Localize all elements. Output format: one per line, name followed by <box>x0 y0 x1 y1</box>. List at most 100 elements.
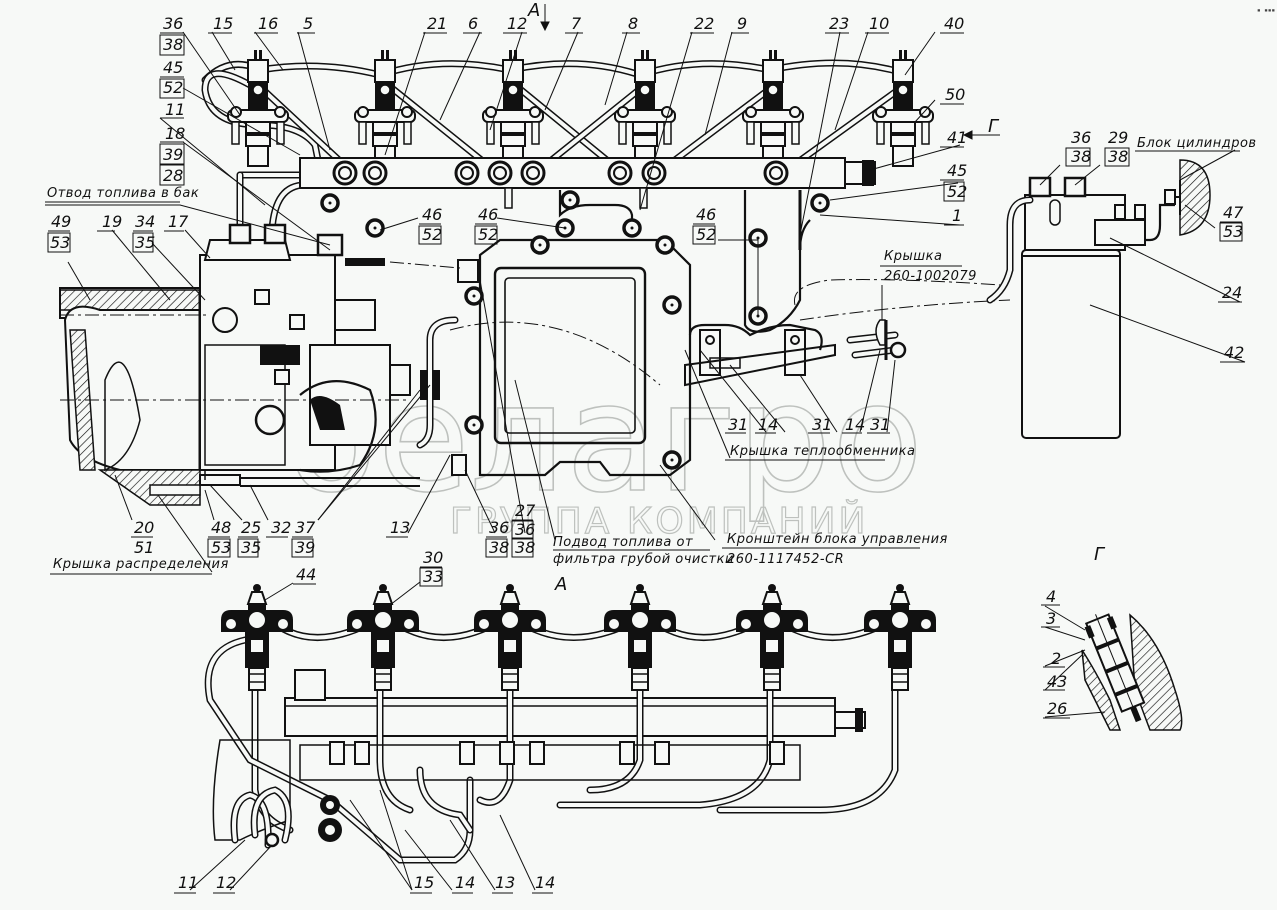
svg-text:46: 46 <box>478 205 498 224</box>
callout-23: 23 <box>825 14 849 34</box>
callout-12: 12 <box>503 14 527 34</box>
note-fuel-supply: Подвод топлива от фильтра грубой очистки <box>553 535 733 567</box>
svg-text:36: 36 <box>1071 128 1091 147</box>
svg-text:45: 45 <box>947 161 967 180</box>
svg-text:Г: Г <box>1094 544 1106 565</box>
callout-7: 7 <box>565 14 583 34</box>
svg-text:13: 13 <box>390 518 410 537</box>
svg-text:8: 8 <box>628 14 638 33</box>
callout-18-39-28: 18 39 28 <box>159 124 185 186</box>
svg-text:51: 51 <box>134 538 154 557</box>
svg-text:24: 24 <box>1222 283 1242 302</box>
svg-text:Г: Г <box>988 116 1000 137</box>
callout-44: 44 <box>293 565 316 585</box>
svg-text:33: 33 <box>423 567 443 586</box>
svg-text:31: 31 <box>870 415 890 434</box>
callout-11: 11 <box>160 100 185 119</box>
svg-text:35: 35 <box>241 538 261 557</box>
callout-43: 43 <box>1043 672 1067 691</box>
view-g-title: Г <box>1094 544 1106 565</box>
svg-text:22: 22 <box>694 14 714 33</box>
svg-text:39: 39 <box>295 538 315 557</box>
callout-10: 10 <box>865 14 889 34</box>
svg-text:49: 49 <box>51 212 71 231</box>
callout-21: 21 <box>423 14 447 34</box>
svg-text:10: 10 <box>869 14 889 33</box>
svg-text:Крышка распределения: Крышка распределения <box>53 557 229 572</box>
svg-text:2: 2 <box>1051 649 1061 668</box>
callout-36-38-right: 36 38 <box>1065 128 1091 167</box>
callout-11-b: 11 <box>174 873 198 894</box>
callout-40: 40 <box>940 14 964 34</box>
svg-text:36: 36 <box>163 14 183 33</box>
svg-text:38: 38 <box>1108 147 1128 166</box>
svg-text:18: 18 <box>165 124 185 143</box>
callout-46-52-c: 46 52 <box>692 205 716 245</box>
svg-text:52: 52 <box>947 182 967 201</box>
view-a-title: А <box>554 574 567 595</box>
callout-27-36-38: 27 36 38 <box>511 501 536 558</box>
callout-15: 15 <box>208 14 233 34</box>
corner-mark: ▪︎ ▪︎▪︎▪︎ <box>1257 7 1275 14</box>
callout-45-52-right: 45 52 <box>940 161 967 202</box>
leader-lines <box>45 4 1246 891</box>
svg-text:52: 52 <box>422 225 442 244</box>
svg-text:36: 36 <box>515 520 535 539</box>
note-ecu-bracket: Кронштейн блока управления 260-1117452-C… <box>722 532 948 567</box>
callout-26: 26 <box>1043 699 1070 719</box>
callout-48-53: 48 53 <box>207 518 231 558</box>
svg-text:Подвод топлива от: Подвод топлива от <box>553 535 693 550</box>
svg-text:17: 17 <box>168 212 189 231</box>
svg-text:38: 38 <box>489 538 509 557</box>
svg-text:47: 47 <box>1223 203 1244 222</box>
callout-31-c: 31 <box>867 415 890 434</box>
callout-14-a: 14 <box>755 415 778 434</box>
ecu-module <box>389 235 692 477</box>
svg-text:Кронштейн блока управления: Кронштейн блока управления <box>727 532 948 547</box>
callout-36-38: 36 38 <box>159 14 185 56</box>
callout-31-a: 31 <box>725 415 748 434</box>
callout-1: 1 <box>944 206 964 226</box>
callout-20-51: 20 51 <box>131 518 154 557</box>
svg-text:14: 14 <box>845 415 865 434</box>
callout-6: 6 <box>463 14 482 34</box>
svg-text:48: 48 <box>211 518 231 537</box>
heat-exchanger-bracket <box>684 279 1011 387</box>
svg-text:46: 46 <box>422 205 442 224</box>
svg-text:35: 35 <box>135 233 155 252</box>
svg-text:А: А <box>527 0 540 21</box>
svg-text:21: 21 <box>427 14 447 33</box>
callout-3: 3 <box>1041 609 1060 628</box>
svg-text:42: 42 <box>1224 343 1244 362</box>
svg-text:12: 12 <box>216 873 236 892</box>
callout-8: 8 <box>622 14 640 34</box>
svg-text:44: 44 <box>296 565 316 584</box>
fuel-rail-top <box>299 157 876 209</box>
svg-text:52: 52 <box>696 225 716 244</box>
svg-text:5: 5 <box>303 14 313 33</box>
callout-19: 19 <box>97 212 122 232</box>
callout-13: 13 <box>386 518 410 538</box>
svg-text:Блок цилиндров: Блок цилиндров <box>1137 136 1257 151</box>
svg-text:15: 15 <box>213 14 233 33</box>
callout-30-33: 30 33 <box>419 548 443 587</box>
svg-text:14: 14 <box>535 873 555 892</box>
callout-46-52-b: 46 52 <box>474 205 498 245</box>
note-heat-exchanger-cover: Крышка теплообменника <box>725 444 915 461</box>
brackets-top <box>320 190 830 333</box>
svg-text:7: 7 <box>571 14 582 33</box>
svg-text:14: 14 <box>455 873 475 892</box>
svg-text:43: 43 <box>1047 672 1067 691</box>
svg-text:Отвод топлива в бак: Отвод топлива в бак <box>47 186 199 201</box>
svg-text:46: 46 <box>696 205 716 224</box>
callout-13-b: 13 <box>492 873 515 894</box>
callout-31-b: 31 <box>808 415 832 434</box>
svg-text:27: 27 <box>515 501 536 520</box>
note-cover: Крышка 260-1002079 <box>880 249 976 284</box>
svg-text:36: 36 <box>489 518 509 537</box>
svg-text:20: 20 <box>134 518 154 537</box>
callout-14-b: 14 <box>842 415 865 434</box>
svg-text:39: 39 <box>163 145 183 164</box>
svg-text:Крышка: Крышка <box>884 249 942 264</box>
view-g-section <box>1081 613 1183 731</box>
